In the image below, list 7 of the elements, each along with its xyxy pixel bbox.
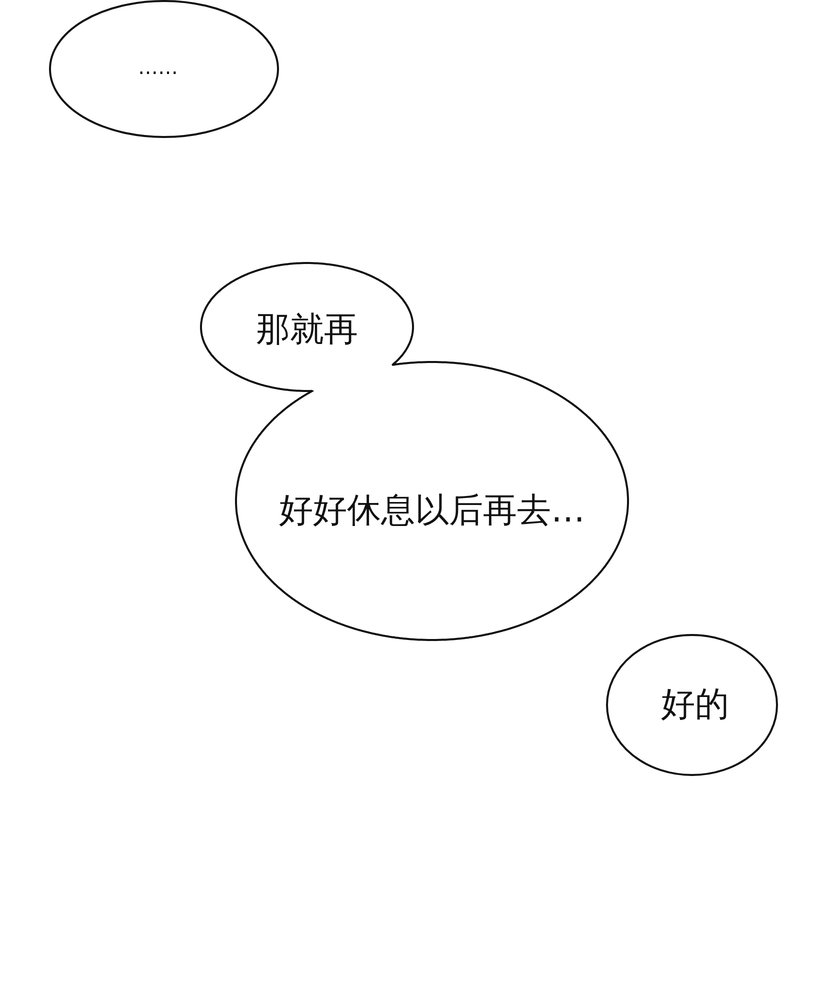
- dialogue-text: 那就再: [256, 311, 358, 349]
- speech-bubble: [607, 635, 778, 776]
- speech-bubble: [200, 262, 630, 641]
- dialogue-text: 好好休息以后再去…: [279, 492, 585, 530]
- dialogue-text: ……: [138, 56, 178, 78]
- speech-bubble: [50, 1, 278, 139]
- dialogue-text: 好的: [661, 686, 729, 724]
